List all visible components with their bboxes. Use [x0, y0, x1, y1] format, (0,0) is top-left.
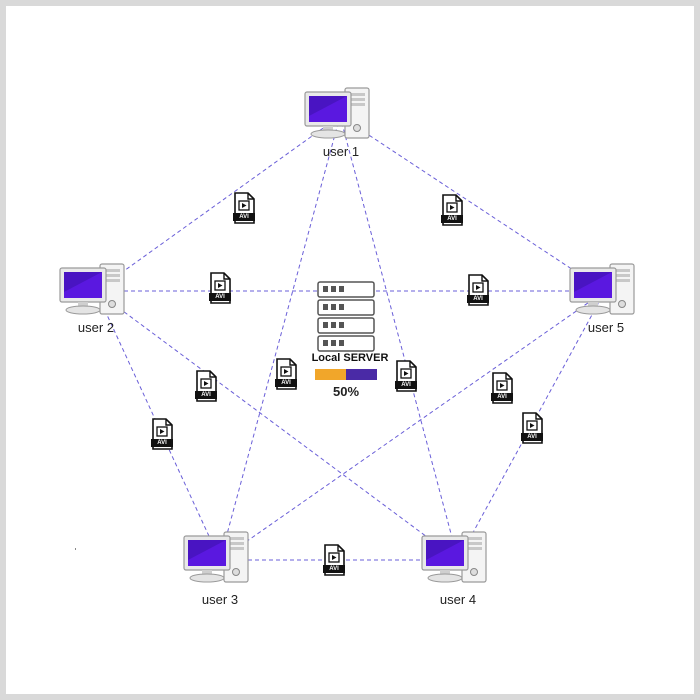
link-user1-user2: [95, 115, 341, 292]
server-rack-icon: [317, 281, 375, 352]
server-label: Local SERVER: [311, 352, 389, 364]
avi-video-file-icon: AVI: [466, 274, 490, 306]
avi-label: AVI: [473, 296, 483, 302]
avi-label: AVI: [497, 394, 507, 400]
stray-dot: [75, 548, 76, 550]
server-progress-text: 50%: [332, 384, 360, 399]
link-user2-user4: [95, 290, 459, 561]
server-progress-fill: [315, 369, 346, 380]
local-server: Local SERVER 50%: [300, 280, 400, 400]
user-5-label: user 5: [587, 320, 625, 335]
user-2-label: user 2: [77, 320, 115, 335]
avi-label: AVI: [527, 434, 537, 440]
user-3-computer[interactable]: user 3: [180, 530, 260, 610]
avi-video-file-icon: AVI: [232, 192, 256, 224]
user-3-label: user 3: [201, 592, 239, 607]
avi-label: AVI: [447, 216, 457, 222]
user-1-label: user 1: [322, 144, 360, 159]
link-user1-user5: [339, 115, 606, 292]
avi-label: AVI: [401, 382, 411, 388]
avi-label: AVI: [201, 392, 211, 398]
avi-video-file-icon: AVI: [520, 412, 544, 444]
user-4-computer[interactable]: user 4: [418, 530, 498, 610]
avi-video-file-icon: AVI: [208, 272, 232, 304]
server-progress-bar: [315, 369, 377, 380]
avi-video-file-icon: AVI: [322, 544, 346, 576]
avi-video-file-icon: AVI: [150, 418, 174, 450]
user-1-computer[interactable]: user 1: [301, 86, 381, 166]
avi-label: AVI: [239, 214, 249, 220]
link-user5-user4: [457, 290, 606, 561]
avi-label: AVI: [329, 566, 339, 572]
link-user5-user3: [219, 290, 606, 561]
avi-label: AVI: [215, 294, 225, 300]
avi-video-file-icon: AVI: [490, 372, 514, 404]
avi-label: AVI: [281, 380, 291, 386]
user-4-label: user 4: [439, 592, 477, 607]
avi-video-file-icon: AVI: [274, 358, 298, 390]
user-5-computer[interactable]: user 5: [566, 262, 646, 342]
avi-label: AVI: [157, 440, 167, 446]
user-2-computer[interactable]: user 2: [56, 262, 136, 342]
avi-video-file-icon: AVI: [440, 194, 464, 226]
avi-video-file-icon: AVI: [394, 360, 418, 392]
avi-video-file-icon: AVI: [194, 370, 218, 402]
